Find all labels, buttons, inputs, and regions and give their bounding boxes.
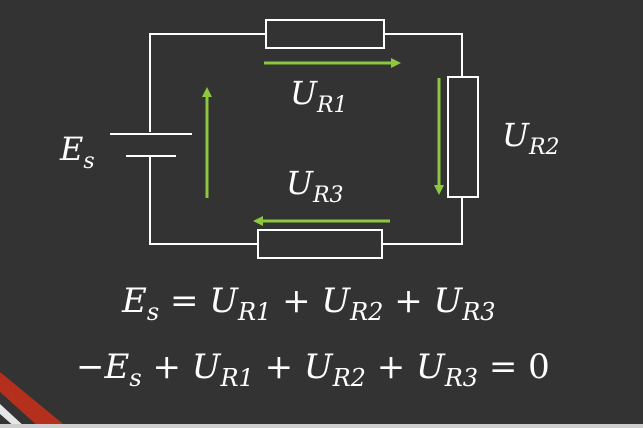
bottom-edge-bar (0, 424, 643, 428)
label-source: Es (59, 130, 95, 174)
voltage-arrows (202, 58, 444, 226)
circuit-wires (149, 33, 463, 245)
corner-red-band (0, 372, 68, 428)
wire-right-bottom (382, 197, 463, 245)
wire-left-bottom (149, 156, 258, 245)
wire-left-top (149, 33, 266, 132)
label-ur1: UR1 (290, 74, 348, 118)
equation-kvl-zero: −Es + UR1 + UR2 + UR3 = 0 (76, 347, 550, 395)
corner-white-band (0, 404, 26, 428)
equation-kvl-sum: Es = UR1 + UR2 + UR3 (121, 281, 496, 329)
resistor-r1 (265, 19, 385, 49)
label-ur2: UR2 (502, 116, 560, 160)
label-ur3: UR3 (286, 164, 344, 208)
corner-decoration (0, 372, 643, 428)
resistor-r3 (257, 229, 383, 259)
battery-symbol (110, 133, 192, 157)
wire-top-right (384, 33, 463, 77)
resistor-r2 (447, 76, 479, 198)
